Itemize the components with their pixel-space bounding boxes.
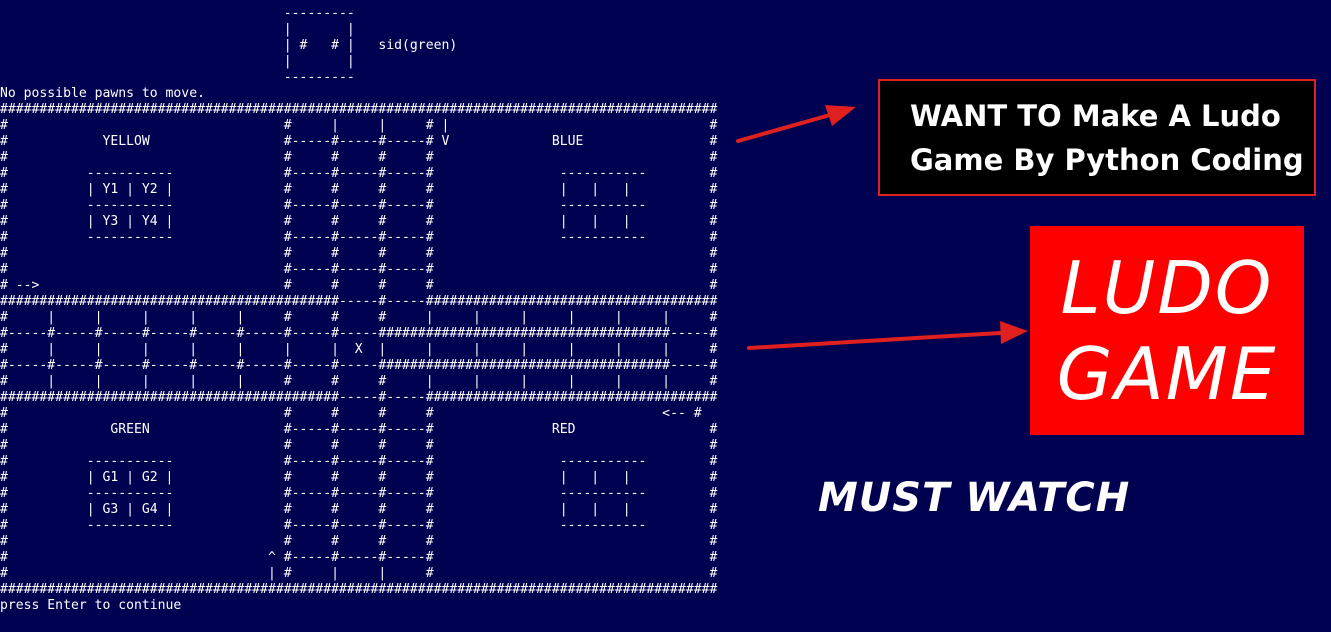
board-border-line: ########################################…: [0, 102, 718, 117]
console-line: | # # | sid(green): [0, 38, 458, 53]
ludo-game-logo: LUDO GAME: [1030, 226, 1304, 435]
board-row: ########################################…: [0, 294, 718, 309]
console-line: ---------: [0, 6, 355, 21]
board-border-line: ########################################…: [0, 582, 718, 597]
board-row: # #-----#-----#-----# #: [0, 262, 718, 277]
board-row: # | | | | | | | X | | | | | | | #: [0, 342, 718, 357]
logo-line: LUDO: [1060, 245, 1274, 330]
board-row: #-----#-----#-----#-----#-----#-----#---…: [0, 358, 718, 373]
board-row: ########################################…: [0, 390, 718, 405]
board-row: # # # # # #: [0, 534, 718, 549]
board-row: # ^ #-----#-----#-----# #: [0, 550, 718, 565]
status-message: No possible pawns to move.: [0, 86, 205, 101]
board-row: # | Y3 | Y4 | # # # # | | | #: [0, 214, 718, 229]
board-row: # | G1 | G2 | # # # # | | | #: [0, 470, 718, 485]
board-row: # ----------- #-----#-----#-----# ------…: [0, 518, 718, 533]
console-line: | |: [0, 54, 355, 69]
board-row: # | G3 | G4 | # # # # | | | #: [0, 502, 718, 517]
promo-line: Game By Python Coding: [910, 142, 1304, 177]
board-row: # ----------- #-----#-----#-----# ------…: [0, 454, 718, 469]
board-row: # # # # # #: [0, 246, 718, 261]
board-row: # ----------- #-----#-----#-----# ------…: [0, 166, 718, 181]
board-row: # | Y1 | Y2 | # # # # | | | #: [0, 182, 718, 197]
arrow-to-promo-icon: [736, 105, 856, 143]
arrow-to-logo-icon: [747, 321, 1028, 350]
board-row: # # | | # | #: [0, 118, 718, 133]
board-row: # ----------- #-----#-----#-----# ------…: [0, 230, 718, 245]
board-row: # --> # # # # #: [0, 278, 718, 293]
console-line: ---------: [0, 70, 355, 85]
board-row: # | | | | | # # # | | | | | | #: [0, 310, 718, 325]
console-line: | |: [0, 22, 355, 37]
continue-prompt: press Enter to continue: [0, 598, 182, 613]
logo-line: GAME: [1056, 331, 1278, 416]
board-row: # ----------- #-----#-----#-----# ------…: [0, 486, 718, 501]
promo-banner: WANT TO Make A Ludo Game By Python Codin…: [878, 79, 1316, 196]
board-row: # GREEN #-----#-----#-----# RED #: [0, 422, 718, 437]
promo-line: WANT TO Make A Ludo: [910, 98, 1281, 133]
board-row: # | | | | | # # # | | | | | | #: [0, 374, 718, 389]
board-row: # | # | | # #: [0, 566, 718, 581]
board-row: # ----------- #-----#-----#-----# ------…: [0, 198, 718, 213]
board-row: #-----#-----#-----#-----#-----#-----#---…: [0, 326, 718, 341]
must-watch-caption: MUST WATCH: [818, 475, 1131, 521]
board-row: # # # # # <-- #: [0, 406, 702, 421]
board-row: # YELLOW #-----#-----#-----# V BLUE #: [0, 134, 718, 149]
board-row: # # # # # #: [0, 150, 718, 165]
terminal-console: --------- | | | # # | sid(green) | |: [0, 6, 760, 626]
board-row: # # # # # #: [0, 438, 718, 453]
